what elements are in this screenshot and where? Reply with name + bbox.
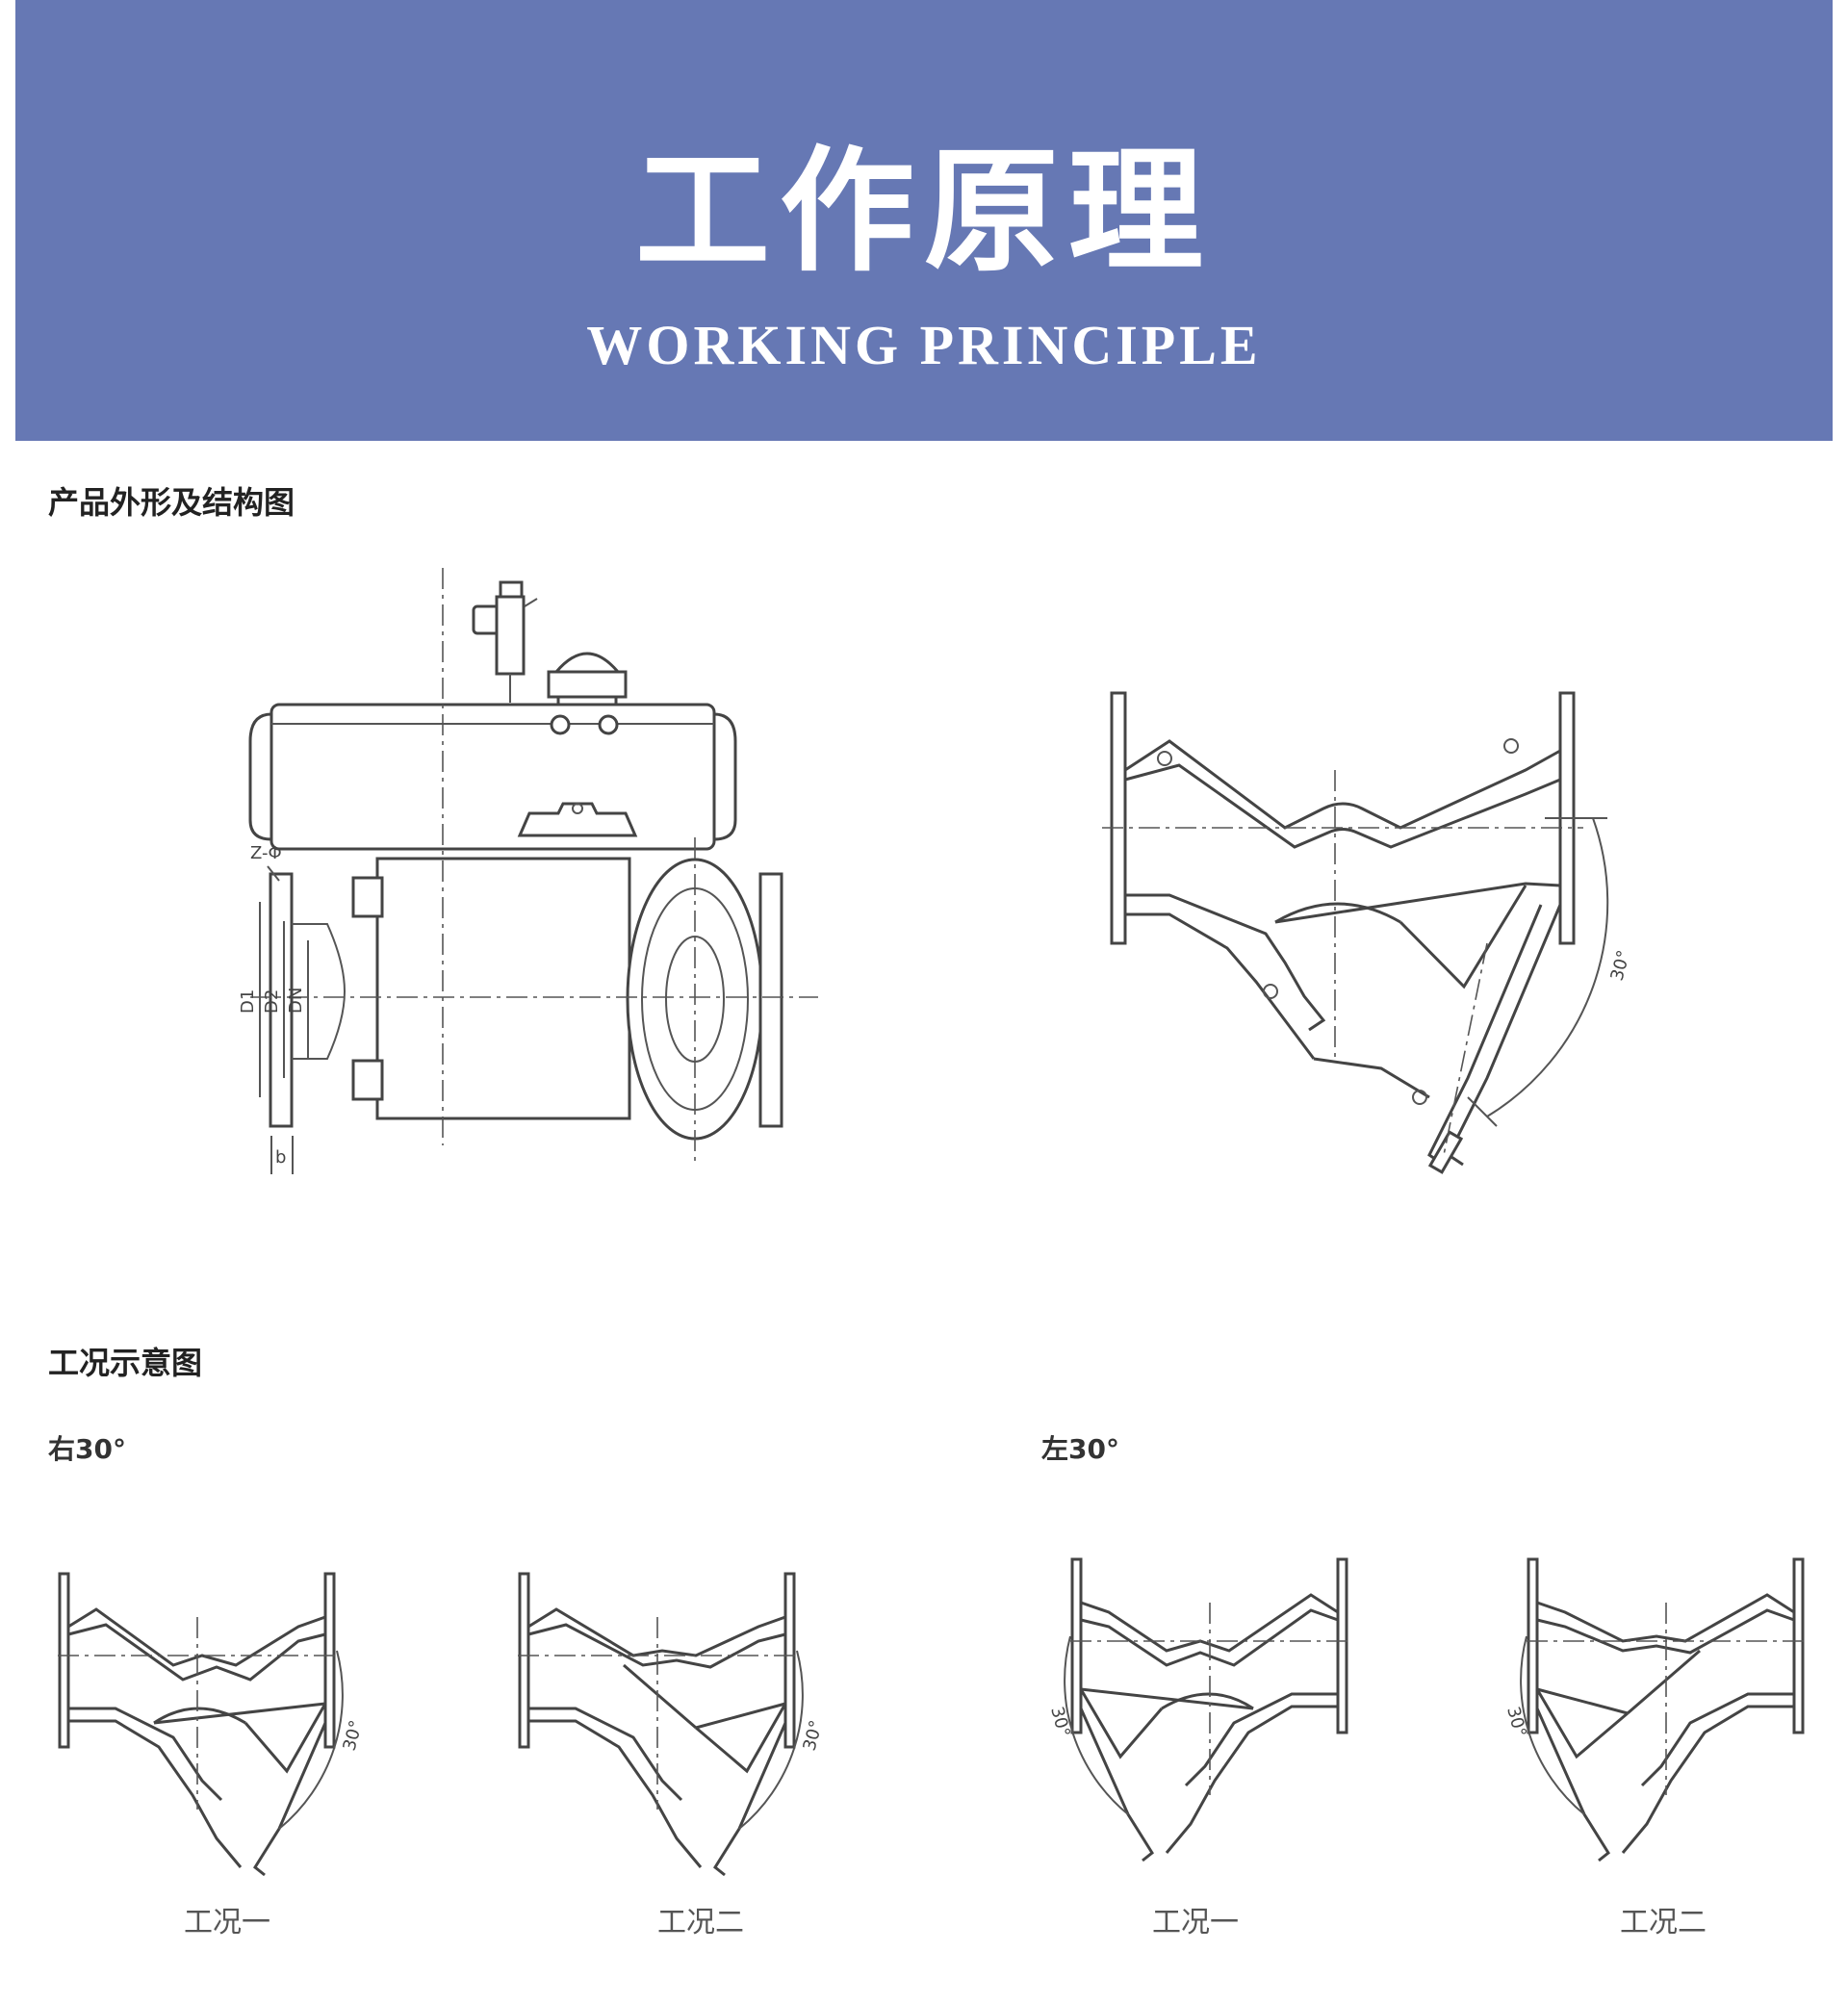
label-b: b (275, 1147, 286, 1168)
caption-left30-case2: 工况二 (1620, 1906, 1707, 1939)
diagram-left30-case2: 30° (1502, 1557, 1806, 1862)
caption-left30-case1: 工况一 (1152, 1906, 1239, 1939)
diagram-right30-case1: 30° (58, 1572, 368, 1877)
caption-right30-case1: 工况一 (184, 1906, 270, 1939)
section-heading-structure: 产品外形及结构图 (48, 484, 295, 521)
pneumatic-actuator (248, 703, 737, 851)
label-d1: D1 (238, 989, 258, 1014)
group-label-right-30: 右30° (48, 1433, 126, 1465)
angle-label-r30-c1: 30° (340, 1718, 368, 1753)
label-dn: DN (286, 988, 306, 1014)
valve-body (269, 857, 783, 1141)
section-heading-conditions: 工况示意图 (48, 1345, 203, 1381)
angle-label-l30-c1: 30° (1046, 1705, 1074, 1739)
angle-label-r30-c2: 30° (800, 1718, 828, 1753)
limit-switch-box-icon (547, 652, 628, 708)
banner-title: 工作原理 (634, 133, 1213, 291)
valve-section-view-diagram: 30° (1102, 691, 1635, 1174)
dimension-lines (259, 865, 309, 1174)
diagram-right30-case2: 30° (518, 1572, 828, 1877)
valve-section-body (1110, 691, 1576, 1174)
label-z-phi: Z-Φ (250, 843, 282, 863)
group-label-left-30: 左30° (1041, 1433, 1119, 1465)
header-banner: 工作原理 WORKING PRINCIPLE (15, 0, 1833, 441)
valve-front-view-diagram: Z-Φ D1 D2 DN b (238, 568, 818, 1174)
banner-subtitle: WORKING PRINCIPLE (586, 314, 1262, 376)
caption-right30-case2: 工况二 (657, 1906, 744, 1939)
diagram-left30-case1: 30° (1046, 1557, 1349, 1862)
angle-label-l30-c2: 30° (1502, 1705, 1530, 1739)
angle-label-section: 30° (1607, 948, 1635, 983)
label-d2: D2 (262, 989, 282, 1014)
filter-regulator-icon (472, 580, 538, 703)
